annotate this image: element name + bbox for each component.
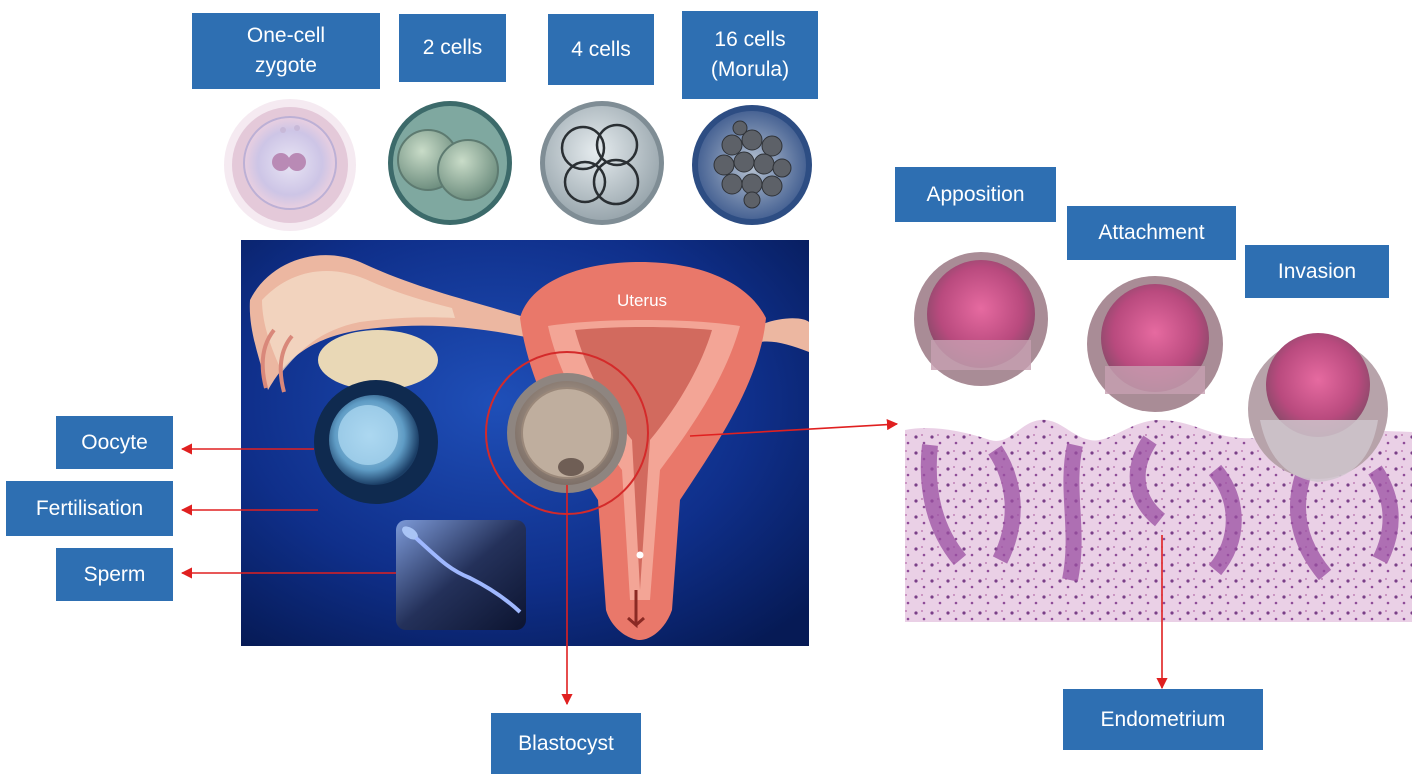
label-one-cell-zygote: One-cell zygote [192, 13, 380, 89]
label-invasion: Invasion [1245, 245, 1389, 298]
label-blastocyst: Blastocyst [491, 713, 641, 774]
attachment-image [1087, 276, 1223, 412]
four-cell-image [540, 101, 664, 225]
uterus-text: Uterus [617, 291, 667, 310]
label-16-cells-morula: 16 cells (Morula) [682, 11, 818, 99]
label-apposition: Apposition [895, 167, 1056, 222]
label-4-cells: 4 cells [548, 14, 654, 85]
label-sperm: Sperm [56, 548, 173, 601]
reproductive-tract-illustration: Uterus [241, 240, 809, 646]
label-fertilisation: Fertilisation [6, 481, 173, 536]
label-2-cells: 2 cells [399, 14, 506, 82]
label-oocyte: Oocyte [56, 416, 173, 469]
zygote-image [224, 99, 356, 231]
two-cell-image [388, 101, 512, 225]
morula-image [692, 105, 812, 225]
label-attachment: Attachment [1067, 206, 1236, 260]
label-endometrium: Endometrium [1063, 689, 1263, 750]
apposition-image [914, 252, 1048, 386]
